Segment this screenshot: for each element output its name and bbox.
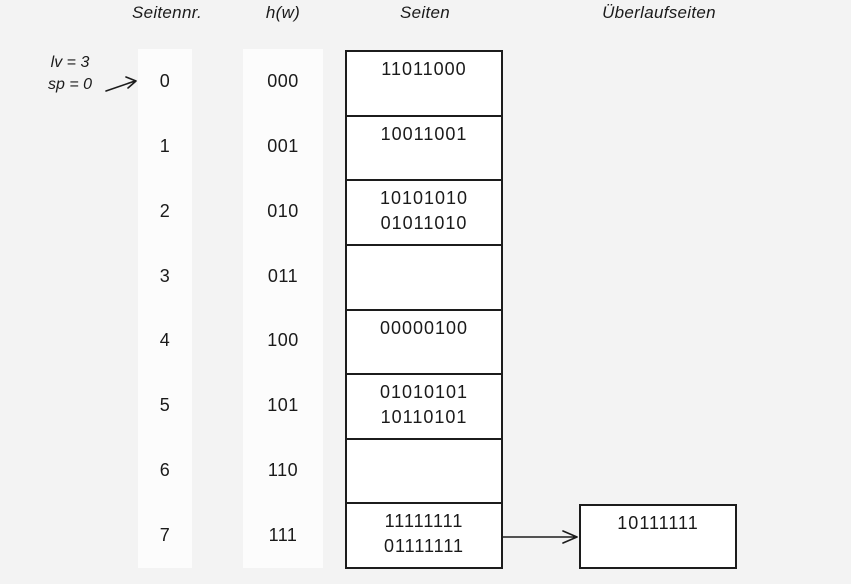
page-entry: 10101010 — [379, 188, 469, 209]
page-number: 4 — [159, 330, 171, 351]
hash-value: 110 — [267, 460, 299, 481]
page-box-7: 11111111 01111111 — [347, 504, 501, 567]
hash-value: 010 — [267, 200, 299, 221]
hash-value: 111 — [268, 525, 298, 546]
page-entry: 11111111 — [384, 511, 464, 532]
hash-value: 011 — [267, 265, 299, 286]
column-header-seiten: Seiten — [399, 3, 450, 22]
column-header-seitennr: Seitennr. — [131, 3, 203, 22]
column-header-hw: h(w) — [265, 3, 301, 22]
page-box-5: 01010101 10110101 — [347, 375, 501, 440]
page-entry: 01010101 — [379, 382, 469, 403]
page-number: 0 — [159, 70, 171, 91]
hash-value: 100 — [267, 330, 299, 351]
sp-label: sp = 0 — [47, 76, 93, 93]
page-entry: 10110101 — [380, 407, 468, 428]
page-entry — [347, 470, 501, 495]
page-entry — [347, 147, 501, 172]
page-entry: 11011000 — [381, 59, 467, 79]
page-entry: 01111111 — [383, 536, 465, 557]
page-number: 7 — [159, 525, 171, 546]
page-entry — [347, 82, 501, 107]
page-number: 6 — [159, 460, 171, 481]
page-entry: 01011010 — [380, 213, 468, 234]
overflow-arrow-icon — [502, 530, 578, 544]
page-entry — [347, 445, 501, 470]
hash-value: 101 — [267, 395, 299, 416]
overflow-page-box: 10111111 — [579, 504, 737, 569]
state-annotation: lv = 3 sp = 0 — [26, 52, 114, 96]
pages-stack: 11011000 10011001 10101010 01011010 0000… — [345, 50, 503, 569]
page-number: 5 — [159, 395, 171, 416]
hash-value-column: 000 001 010 011 100 101 110 111 — [243, 49, 323, 568]
page-box-0: 11011000 — [347, 52, 501, 117]
hash-value: 001 — [267, 135, 299, 156]
page-entry: 10011001 — [380, 123, 468, 144]
column-header-ueberlaufseiten: Überlaufseiten — [602, 3, 716, 22]
page-box-1: 10011001 — [347, 117, 501, 182]
page-box-3 — [347, 246, 501, 311]
page-entry: 00000100 — [379, 317, 469, 338]
overflow-page-entry: 10111111 — [617, 513, 699, 533]
lv-label: lv = 3 — [50, 54, 90, 71]
page-box-6 — [347, 440, 501, 505]
hash-value: 000 — [267, 70, 299, 91]
page-entry — [347, 251, 501, 276]
page-number: 2 — [159, 200, 171, 221]
page-number: 1 — [159, 135, 171, 156]
page-box-2: 10101010 01011010 — [347, 181, 501, 246]
page-number-column: 0 1 2 3 4 5 6 7 — [138, 49, 192, 568]
page-box-4: 00000100 — [347, 311, 501, 376]
sp-pointer-arrow-icon — [105, 76, 137, 92]
page-number: 3 — [159, 265, 171, 286]
page-entry — [347, 276, 501, 301]
page-entry — [347, 341, 501, 366]
